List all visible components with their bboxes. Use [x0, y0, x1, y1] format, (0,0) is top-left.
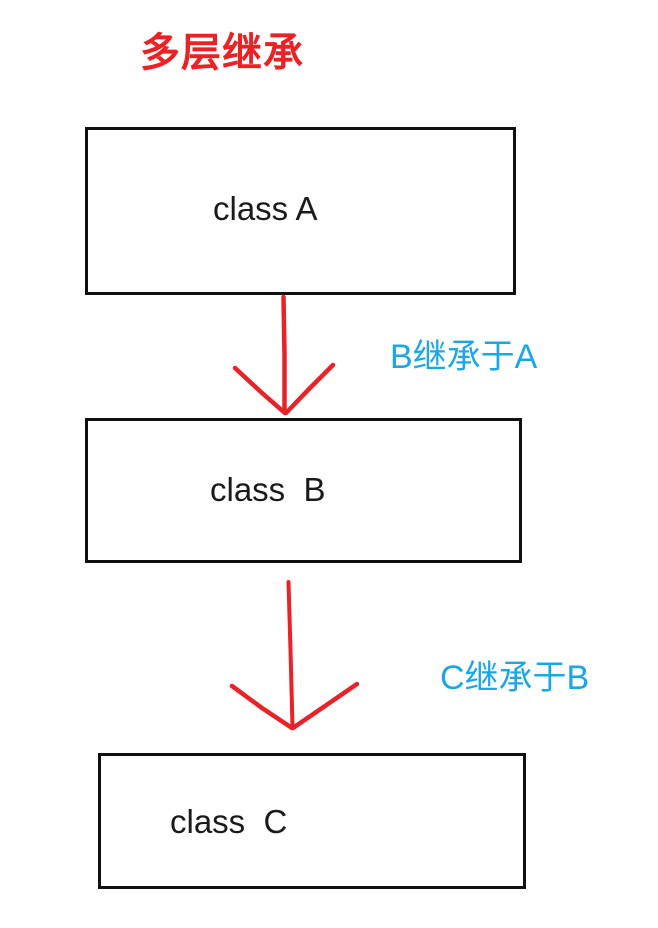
arrow-a-to-b — [232, 294, 336, 416]
class-box-a[interactable] — [85, 127, 516, 295]
class-box-a-label: class A — [213, 190, 318, 227]
diagram-title: 多层继承 — [140, 31, 304, 75]
class-box-c[interactable] — [98, 753, 526, 889]
edge-label-b-to-c: C继承于B — [440, 659, 590, 697]
class-box-c-label: class C — [170, 803, 288, 840]
class-box-b[interactable] — [85, 418, 522, 563]
edge-label-a-to-b: B继承于A — [390, 338, 538, 376]
arrow-b-to-c — [229, 580, 360, 731]
class-box-b-label: class B — [210, 471, 326, 508]
